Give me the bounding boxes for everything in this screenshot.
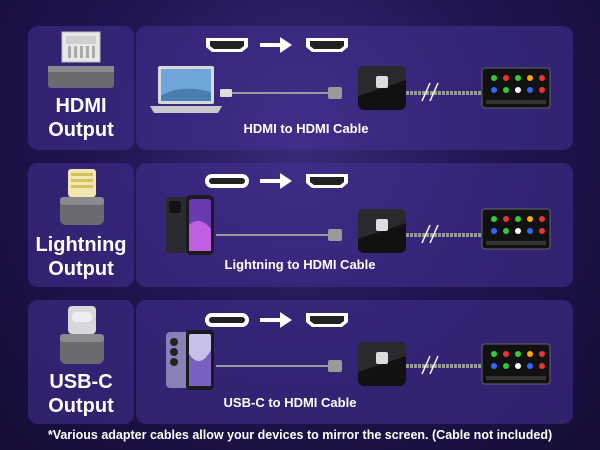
- port-card-lightning: Lightning Output: [28, 163, 134, 287]
- lightning-port-icon: [205, 174, 249, 188]
- port-label: USB-C Output: [48, 371, 114, 417]
- arrow-right-icon: [260, 37, 292, 53]
- adapter-dongle-icon: [358, 342, 406, 386]
- usb-c-port-icon: [205, 313, 249, 327]
- row-lightning: Lightning Output: [28, 163, 573, 287]
- hdmi-port-icon: [306, 38, 348, 52]
- usb-c-connector-icon: [60, 306, 104, 364]
- cable-label: USB-C to HDMI Cable: [223, 395, 357, 410]
- port-card-usb-c: USB-C Output: [28, 300, 134, 424]
- adapter-dongle-icon: [358, 209, 406, 253]
- row-hdmi: HDMI Output: [28, 26, 573, 150]
- car-screen-icon: [481, 208, 551, 250]
- cable-label: HDMI to HDMI Cable: [243, 121, 369, 136]
- cable-label: Lightning to HDMI Cable: [224, 257, 376, 272]
- phone-icon: [166, 195, 214, 255]
- port-label: Lightning Output: [35, 234, 127, 280]
- hdmi-port-icon: [306, 174, 348, 188]
- adapter-dongle-icon: [358, 66, 406, 110]
- car-screen-icon: [481, 67, 551, 109]
- arrow-right-icon: [260, 312, 292, 328]
- port-label: HDMI Output: [48, 95, 114, 141]
- phone-icon: [166, 330, 214, 390]
- port-card-hdmi: HDMI Output: [28, 26, 134, 150]
- arrow-right-icon: [260, 173, 292, 189]
- lightning-connector-icon: [60, 169, 104, 225]
- hdmi-port-icon: [306, 313, 348, 327]
- connection-card-usb-c: USB-C to HDMI Cable: [136, 300, 573, 424]
- footnote: *Various adapter cables allow your devic…: [47, 428, 553, 442]
- hdmi-connector-icon: [48, 31, 114, 88]
- laptop-icon: [150, 66, 222, 113]
- connection-card-lightning: Lightning to HDMI Cable: [136, 163, 573, 287]
- hdmi-port-icon: [206, 38, 248, 52]
- car-screen-icon: [481, 343, 551, 385]
- row-usb-c: USB-C Output: [28, 300, 573, 424]
- connection-card-hdmi: HDMI to HDMI Cable: [136, 26, 573, 150]
